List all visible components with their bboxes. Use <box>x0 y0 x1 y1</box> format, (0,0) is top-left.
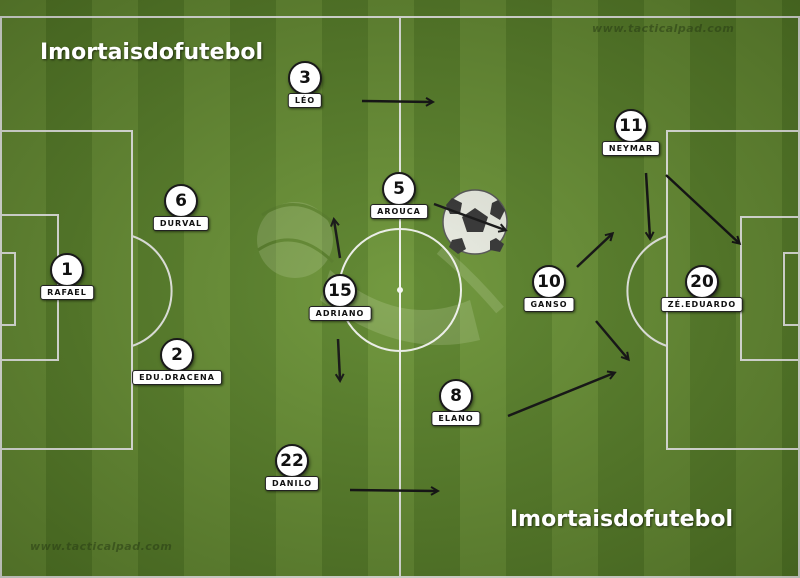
watermark-top-right: www.tacticalpad.com <box>592 22 735 35</box>
player-name-label: DURVAL <box>152 216 210 231</box>
player-number: 15 <box>323 274 357 308</box>
player-name-label: ZÉ.EDUARDO <box>660 297 744 312</box>
player-name-label: RAFAEL <box>40 285 94 300</box>
player-number: 22 <box>275 444 309 478</box>
player-name-label: EDU.DRACENA <box>132 370 222 385</box>
player-number: 5 <box>382 172 416 206</box>
player-name-label: ELANO <box>431 411 481 426</box>
player-name-label: NEYMAR <box>601 141 661 156</box>
player-name-label: ADRIANO <box>308 306 372 321</box>
player-name-label: GANSO <box>523 297 575 312</box>
player-number: 20 <box>685 265 719 299</box>
player-name-label: AROUCA <box>370 204 428 219</box>
player-number: 8 <box>439 379 473 413</box>
player-number: 6 <box>164 184 198 218</box>
player-number: 2 <box>160 338 194 372</box>
caption-bottom-right: Imortaisdofutebol <box>510 507 734 532</box>
player-name-label: LÉO <box>287 93 323 108</box>
player-number: 10 <box>532 265 566 299</box>
player-number: 1 <box>50 253 84 287</box>
soccer-ball-icon <box>442 189 508 255</box>
watermark-bottom-left: www.tacticalpad.com <box>30 540 173 553</box>
player-name-label: DANILO <box>264 476 320 491</box>
player-number: 11 <box>614 109 648 143</box>
player-number: 3 <box>288 61 322 95</box>
movement-arrows <box>334 101 739 491</box>
caption-top-left: Imortaisdofutebol <box>40 40 264 65</box>
